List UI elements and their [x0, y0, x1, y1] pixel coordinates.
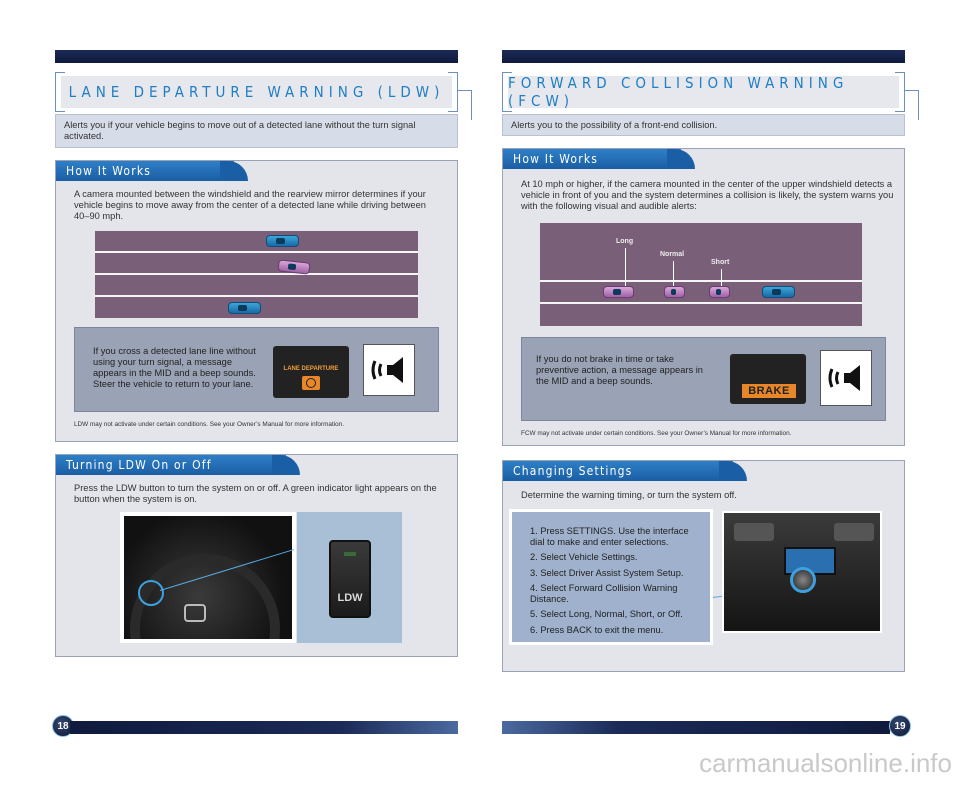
- beep-sound-icon: [363, 344, 415, 396]
- fcw-road-diagram: [540, 223, 862, 326]
- fcw-how-panel: How It Works At 10 mph or higher, if the…: [502, 148, 905, 446]
- ldw-turning-text: Press the LDW button to turn the system …: [74, 483, 437, 504]
- vent-icon: [834, 523, 874, 541]
- ldw-car: [266, 235, 299, 247]
- fcw-car-long: [603, 286, 634, 298]
- distance-label-normal: Normal: [660, 251, 685, 258]
- fcw-how-tab: How It Works: [503, 149, 695, 169]
- ldw-how-panel: How It Works A camera mounted between th…: [55, 160, 458, 442]
- dashboard-photo: [722, 511, 882, 633]
- fcw-settings-text: Determine the warning timing, or turn th…: [521, 490, 737, 500]
- left-top-bar: [55, 50, 458, 63]
- ldw-button-highlight: [138, 580, 164, 606]
- ldw-button-photo: LDW: [297, 512, 402, 643]
- ldw-mid-display: LANE DEPARTURE: [273, 346, 349, 398]
- ldw-button: LDW: [329, 540, 371, 618]
- ldw-alert-text: If you cross a detected lane line withou…: [93, 346, 256, 389]
- settings-step: 4. Select Forward Collision Warning Dist…: [530, 583, 678, 604]
- fcw-intro-text: Alerts you to the possibility of a front…: [511, 120, 718, 130]
- ldw-button-label: LDW: [337, 592, 363, 604]
- fcw-car-normal: [664, 286, 685, 298]
- fcw-mid-message: BRAKE: [742, 384, 796, 398]
- steering-wheel-photo: [120, 512, 296, 643]
- page-number-19: 19: [889, 715, 911, 737]
- distance-marker-normal: [673, 261, 674, 286]
- fcw-mid-display: BRAKE: [730, 354, 806, 404]
- right-top-bar: [502, 50, 905, 63]
- ldw-lane-line: [95, 273, 418, 275]
- fcw-settings-tab-label: Changing Settings: [513, 464, 633, 478]
- fcw-lane-line: [540, 280, 862, 282]
- ldw-fine-print: LDW may not activate under certain condi…: [74, 421, 345, 428]
- settings-step: 5. Select Long, Normal, Short, or Off.: [530, 609, 683, 619]
- ldw-title: LANE DEPARTURE WARNING (LDW): [68, 83, 445, 101]
- distance-marker-short: [721, 269, 722, 286]
- right-title-frame: FORWARD COLLISION WARNING (FCW): [502, 72, 919, 120]
- lane-departure-icon: [302, 376, 320, 390]
- left-title-frame: LANE DEPARTURE WARNING (LDW): [55, 72, 472, 120]
- vent-icon: [734, 523, 774, 541]
- watermark: carmanualsonline.info: [699, 748, 952, 778]
- ldw-alert-box: If you cross a detected lane line withou…: [74, 327, 439, 412]
- ldw-how-text: A camera mounted between the windshield …: [74, 189, 426, 221]
- fcw-car-ego: [762, 286, 795, 298]
- ldw-lane-line: [95, 251, 418, 253]
- fcw-car-short: [709, 286, 730, 298]
- fcw-intro: Alerts you to the possibility of a front…: [502, 114, 905, 136]
- ldw-how-tab-label: How It Works: [66, 164, 152, 178]
- ldw-intro-text: Alerts you if your vehicle begins to mov…: [64, 120, 416, 141]
- interface-dial-icon: [790, 567, 816, 593]
- distance-marker-long: [625, 248, 626, 286]
- honda-logo-icon: [184, 604, 206, 622]
- fcw-settings-steps: 1. Press SETTINGS. Use the interface dia…: [509, 509, 713, 645]
- ldw-lane-line: [95, 295, 418, 297]
- fcw-fine-print: FCW may not activate under certain condi…: [521, 430, 792, 437]
- right-bottom-bar: [502, 721, 890, 734]
- left-bottom-bar: [70, 721, 458, 734]
- distance-label-short: Short: [711, 259, 730, 266]
- fcw-title: FORWARD COLLISION WARNING (FCW): [508, 74, 849, 110]
- distance-label-long: Long: [616, 238, 634, 245]
- settings-step: 2. Select Vehicle Settings.: [530, 552, 638, 562]
- fcw-how-tab-label: How It Works: [513, 152, 599, 166]
- settings-step: 1. Press SETTINGS. Use the interface dia…: [530, 526, 689, 547]
- ldw-how-tab: How It Works: [56, 161, 248, 181]
- ldw-intro: Alerts you if your vehicle begins to mov…: [55, 114, 458, 148]
- ldw-car: [228, 302, 261, 314]
- ldw-turning-tab: Turning LDW On or Off: [56, 455, 300, 475]
- green-indicator-icon: [344, 552, 356, 556]
- ldw-turning-panel: Turning LDW On or Off Press the LDW butt…: [55, 454, 458, 657]
- fcw-lane-line: [540, 302, 862, 304]
- settings-step: 3. Select Driver Assist System Setup.: [530, 567, 684, 578]
- fcw-how-text: At 10 mph or higher, if the camera mount…: [521, 179, 894, 211]
- fcw-settings-panel: Changing Settings Determine the warning …: [502, 460, 905, 672]
- fcw-settings-tab: Changing Settings: [503, 461, 747, 481]
- fcw-alert-box: If you do not brake in time or take prev…: [521, 337, 886, 421]
- fcw-alert-text: If you do not brake in time or take prev…: [536, 354, 703, 386]
- settings-step: 6. Press BACK to exit the menu.: [530, 624, 664, 635]
- beep-sound-icon: [820, 350, 872, 406]
- ldw-mid-message: LANE DEPARTURE: [283, 366, 339, 372]
- ldw-turning-tab-label: Turning LDW On or Off: [66, 458, 212, 472]
